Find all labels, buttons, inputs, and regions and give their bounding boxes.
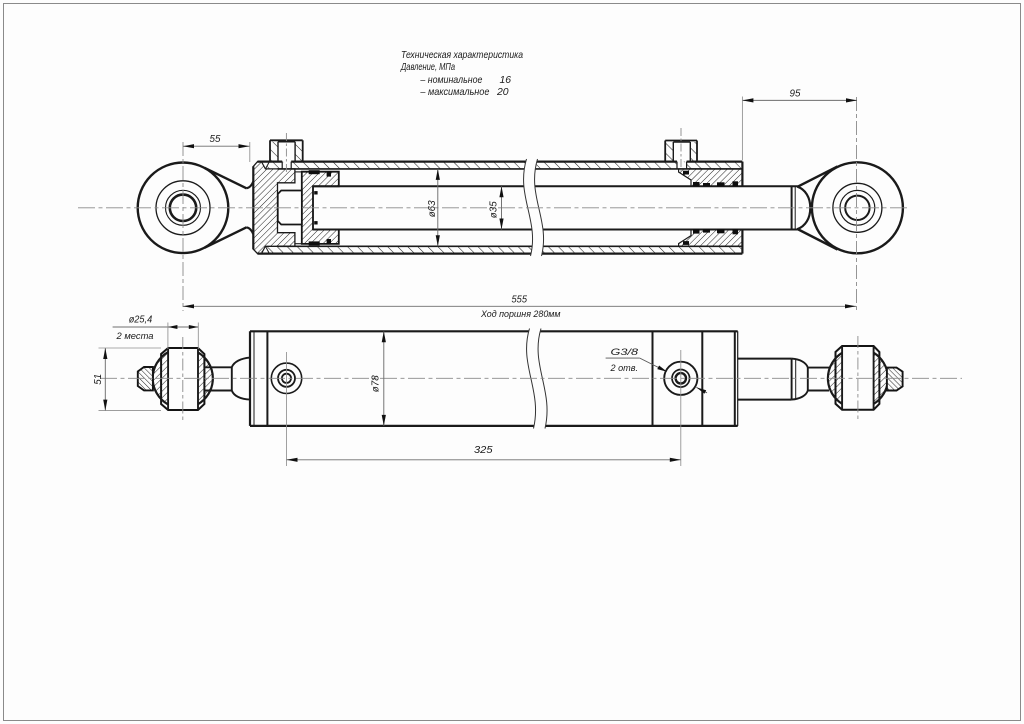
- svg-text:16: 16: [500, 75, 512, 86]
- svg-text:– номинальное: – номинальное: [420, 75, 483, 86]
- svg-text:G3/8: G3/8: [611, 347, 640, 357]
- svg-text:2 отв.: 2 отв.: [610, 363, 638, 373]
- svg-text:– максимальное: – максимальное: [420, 87, 490, 98]
- svg-text:Давление, МПа: Давление, МПа: [400, 62, 455, 73]
- svg-text:2 места: 2 места: [115, 331, 153, 341]
- svg-text:51: 51: [93, 374, 104, 385]
- svg-text:555: 555: [512, 295, 528, 306]
- svg-text:20: 20: [496, 87, 509, 98]
- svg-text:ø78: ø78: [371, 375, 382, 392]
- svg-text:ø35: ø35: [488, 201, 499, 218]
- svg-text:55: 55: [210, 134, 221, 145]
- svg-text:95: 95: [790, 88, 801, 99]
- svg-text:ø63: ø63: [427, 200, 438, 217]
- svg-text:325: 325: [474, 445, 493, 456]
- svg-text:Ход поршня 280мм: Ход поршня 280мм: [480, 309, 561, 319]
- svg-text:Техническая характеристика: Техническая характеристика: [401, 50, 523, 61]
- svg-text:ø25,4: ø25,4: [129, 314, 153, 325]
